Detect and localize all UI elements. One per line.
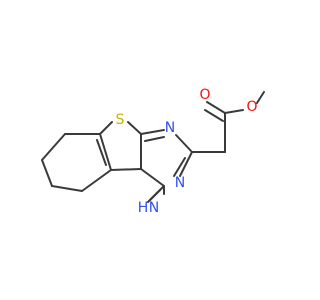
bond (127, 121, 142, 135)
bond (96, 139, 107, 166)
bond (175, 134, 193, 153)
bond-lines (41, 91, 265, 203)
bond (81, 169, 112, 192)
bond (179, 151, 193, 177)
ring-nitrogen-upper-label: N (165, 120, 175, 136)
bond (204, 109, 224, 122)
bond (206, 101, 226, 114)
amino-hydrogen-label: H (138, 200, 149, 216)
bond (256, 91, 265, 104)
atom-labels: S N N N H O O (116, 87, 258, 216)
ester-oxygen-label: O (246, 99, 257, 115)
sulfur-label: S (116, 112, 125, 128)
bond (110, 168, 142, 171)
bond (41, 159, 53, 187)
bond (51, 185, 83, 192)
bond (99, 121, 113, 135)
ring-nitrogen-lower-label: N (175, 175, 185, 191)
bond (140, 129, 165, 135)
molecule-structure: S N N N H O O (41, 87, 265, 216)
bond (41, 133, 66, 161)
bond (99, 133, 112, 171)
bond (147, 189, 161, 203)
bond (173, 157, 186, 177)
carbonyl-oxygen-label: O (199, 87, 210, 103)
amino-nitrogen-label: N (149, 200, 159, 216)
bond (224, 109, 244, 114)
bond (140, 168, 165, 187)
bond (144, 136, 165, 142)
